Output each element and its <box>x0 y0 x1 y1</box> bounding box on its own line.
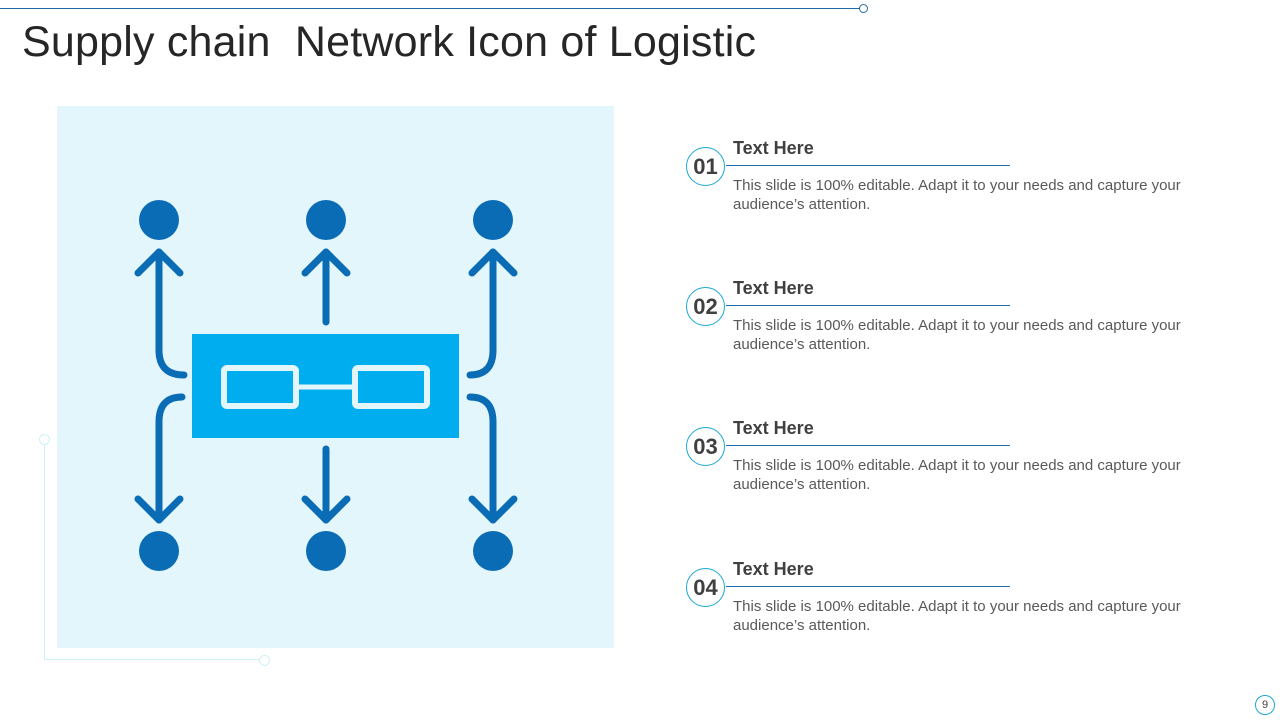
item-number-badge: 02 <box>686 287 725 326</box>
arrowhead-down-right <box>468 495 518 524</box>
supply-chain-network-icon <box>134 200 518 571</box>
item-underline <box>726 305 1010 306</box>
item-heading: Text Here <box>733 278 814 298</box>
item-description: This slide is 100% editable. Adapt it to… <box>733 177 1181 213</box>
arrowhead-up-left <box>134 248 184 277</box>
arrowhead-up-center <box>301 248 351 277</box>
item-description: This slide is 100% editable. Adapt it to… <box>733 457 1181 493</box>
header-rule-end-dot <box>859 4 868 13</box>
arrowhead-down-left <box>134 495 184 524</box>
arrow-up-left <box>155 248 188 379</box>
item-description: This slide is 100% editable. Adapt it to… <box>733 598 1181 634</box>
item-underline <box>726 165 1010 166</box>
item-number-badge: 04 <box>686 568 725 607</box>
item-description: This slide is 100% editable. Adapt it to… <box>733 317 1181 353</box>
bottom-left-node <box>139 531 179 571</box>
corner-decoration-dot-right <box>259 655 270 666</box>
top-left-node <box>139 200 179 240</box>
text-item-1: 01 Text Here This slide is 100% editable… <box>686 138 1226 246</box>
item-underline <box>726 586 1010 587</box>
corner-decoration-dot-top <box>39 434 50 445</box>
text-item-3: 03 Text Here This slide is 100% editable… <box>686 418 1226 526</box>
arrow-down-right <box>466 393 497 524</box>
slide-title: Supply chain Network Icon of Logistic <box>22 18 757 66</box>
top-center-node <box>306 200 346 240</box>
text-item-4: 04 Text Here This slide is 100% editable… <box>686 559 1226 667</box>
item-heading: Text Here <box>733 418 814 438</box>
arrow-down-left <box>155 393 186 524</box>
item-number-badge: 03 <box>686 427 725 466</box>
corner-decoration-horizontal <box>44 659 260 660</box>
bottom-center-node <box>306 531 346 571</box>
bottom-right-node <box>473 531 513 571</box>
top-right-node <box>473 200 513 240</box>
item-heading: Text Here <box>733 138 814 158</box>
item-underline <box>726 445 1010 446</box>
arrowhead-down-center <box>301 495 351 524</box>
arrowhead-up-right <box>468 248 518 277</box>
arrow-up-right <box>466 248 497 379</box>
text-item-2: 02 Text Here This slide is 100% editable… <box>686 278 1226 386</box>
icon-panel <box>57 106 614 648</box>
item-heading: Text Here <box>733 559 814 579</box>
header-rule <box>0 8 860 9</box>
corner-decoration-vertical <box>44 443 45 660</box>
item-number-badge: 01 <box>686 147 725 186</box>
page-number: 9 <box>1255 695 1275 715</box>
